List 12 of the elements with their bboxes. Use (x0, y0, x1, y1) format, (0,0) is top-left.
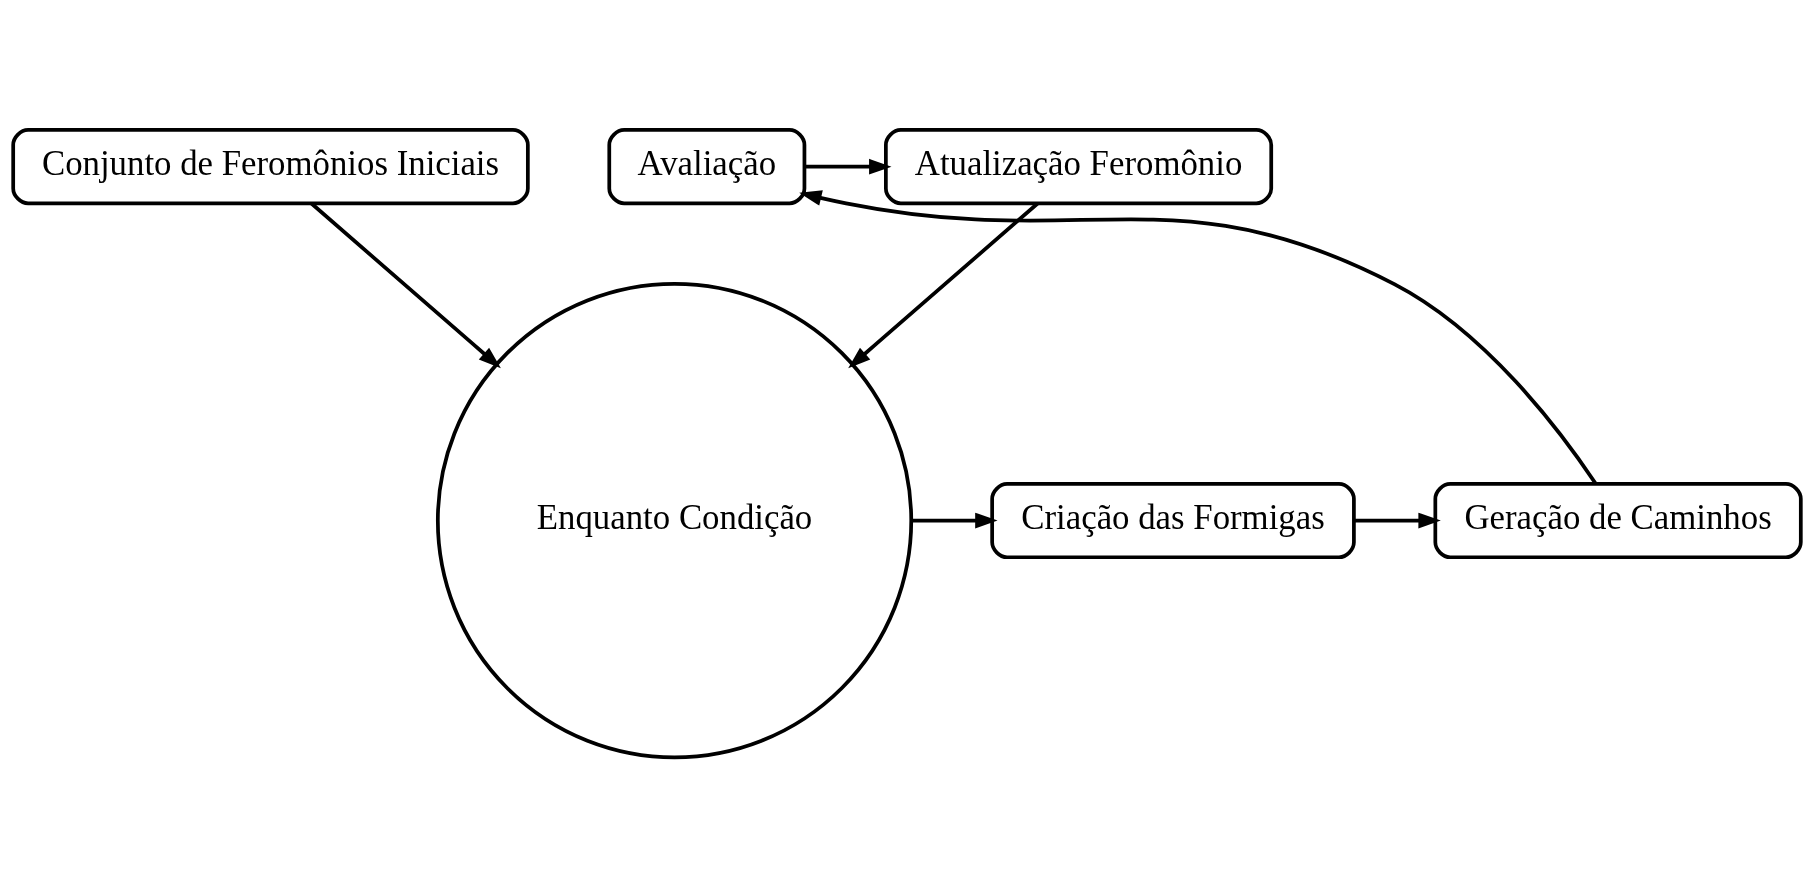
node-circle: Enquanto Condição (435, 281, 914, 759)
arrow (310, 201, 501, 368)
node-box: Atualização Feromônio (884, 127, 1274, 205)
arrow (848, 201, 1039, 368)
node-box: Criação das Formigas (990, 481, 1356, 559)
node-box: Geração de Caminhos (1433, 481, 1803, 559)
node-box: Avaliação (607, 127, 807, 205)
node-box: Conjunto de Feromônios Iniciais (11, 127, 530, 205)
arrow (1354, 512, 1441, 528)
arrow (804, 158, 892, 174)
arrow (911, 512, 998, 528)
arrow (799, 189, 1598, 485)
